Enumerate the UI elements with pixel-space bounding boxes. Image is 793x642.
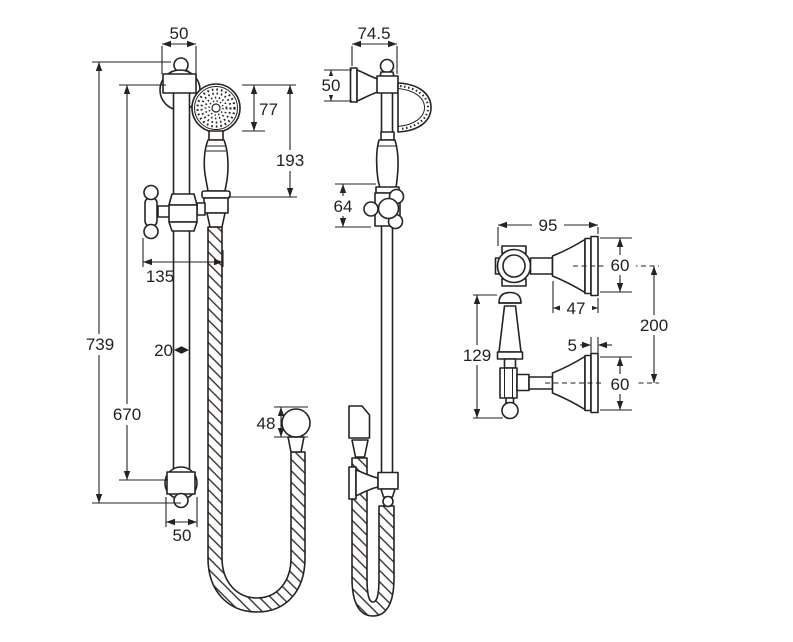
dim-slider-height: 64 xyxy=(334,197,353,216)
cross-handle-ball-bottom xyxy=(143,223,159,240)
valve-stem xyxy=(529,257,554,275)
side-view-figure: 74.5 50 64 xyxy=(318,24,432,617)
spray-head xyxy=(191,83,241,133)
dim-valve-width: 95 xyxy=(539,216,558,235)
handset-side xyxy=(375,82,432,194)
dim-valve-centres: 200 xyxy=(640,316,668,335)
lever-ball xyxy=(501,401,519,420)
dim-flange-diameter: 50 xyxy=(322,76,341,95)
dim-outlet-diameter: 48 xyxy=(257,414,276,433)
hose-nut xyxy=(206,212,226,228)
handset-neck xyxy=(208,130,224,141)
lever-cap xyxy=(498,291,522,304)
bottom-wall-bracket xyxy=(164,466,198,509)
dim-overall-height: 739 xyxy=(86,335,114,354)
shower-hose-side xyxy=(351,457,395,617)
dim-rail-diameter: 20 xyxy=(154,341,173,360)
escutcheon-bell xyxy=(551,238,586,294)
slide-rail xyxy=(172,78,191,473)
side-bracket-plate xyxy=(376,75,399,94)
dim-slider-offset: 135 xyxy=(146,267,174,286)
dim-bracket-centres: 670 xyxy=(113,405,141,424)
slider-and-holder xyxy=(143,184,229,240)
valve-body-lower xyxy=(499,367,518,399)
handset-front xyxy=(191,83,241,199)
wall-outlet-elbow xyxy=(281,408,311,453)
dim-wall-depth: 74.5 xyxy=(357,24,390,43)
handset-grip xyxy=(203,139,229,192)
dim-lower-escutcheon: 60 xyxy=(611,375,630,394)
valve-dimensions: 95 60 47 200 xyxy=(459,216,674,419)
wall-flange-plate xyxy=(349,67,358,103)
shower-hose-front xyxy=(207,226,306,613)
front-dimensions: 50 739 670 77 xyxy=(84,24,308,545)
lever-handle xyxy=(498,305,522,353)
dim-plate-thickness: 5 xyxy=(568,336,577,355)
dim-upper-escutcheon: 60 xyxy=(611,256,630,275)
side-dimensions: 74.5 50 64 xyxy=(318,24,398,228)
dim-escutcheon-depth: 47 xyxy=(567,299,586,318)
lower-valve xyxy=(496,291,659,420)
front-view-figure: 50 739 670 77 xyxy=(84,24,311,613)
cross-handle-bar xyxy=(144,197,158,227)
dim-head-to-holder: 193 xyxy=(276,151,304,170)
cross-handle-ball-top xyxy=(143,184,159,201)
slider-side xyxy=(363,188,405,230)
handset-holder xyxy=(203,197,229,214)
valves-figure: 95 60 47 200 xyxy=(459,216,674,420)
dim-lever-height: 129 xyxy=(463,346,491,365)
dim-head-diameter: 77 xyxy=(259,100,278,119)
dim-top-bracket-width: 50 xyxy=(170,24,189,43)
top-bracket-plate xyxy=(162,73,197,94)
grip-base xyxy=(201,190,231,199)
outlet-elbow-side xyxy=(348,405,371,458)
slider-body xyxy=(168,204,198,223)
dim-bottom-bracket-width: 50 xyxy=(173,526,192,545)
upper-valve xyxy=(494,235,659,297)
side-bottom-bracket xyxy=(348,466,399,508)
